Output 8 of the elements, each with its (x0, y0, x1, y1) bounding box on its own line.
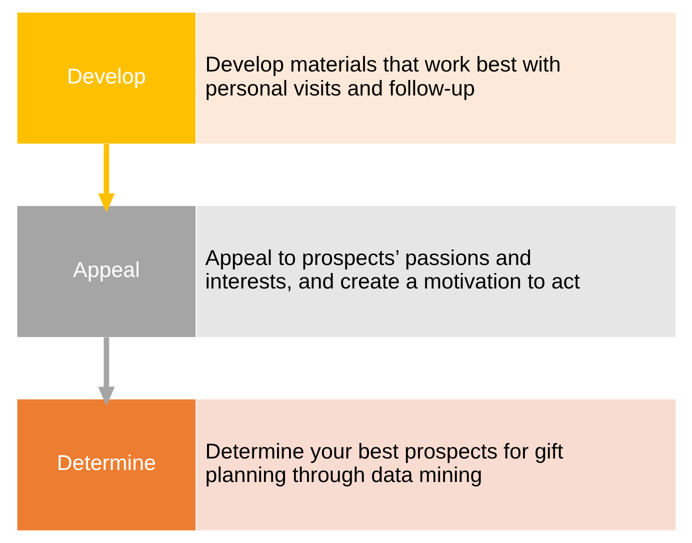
arrow (98, 337, 114, 406)
node-box: Appeal (16, 206, 196, 338)
node-box: Develop materials that work best with personal visits and follow-up (196, 12, 676, 144)
node-box: Appeal to prospects’ passions and interests, and create a motivation to act (196, 206, 676, 338)
node-box: Determine your best prospects for gift planning through data mining (196, 399, 676, 530)
node-box: Develop (16, 12, 196, 144)
node-box: Determine (16, 399, 196, 530)
arrow (98, 144, 114, 212)
